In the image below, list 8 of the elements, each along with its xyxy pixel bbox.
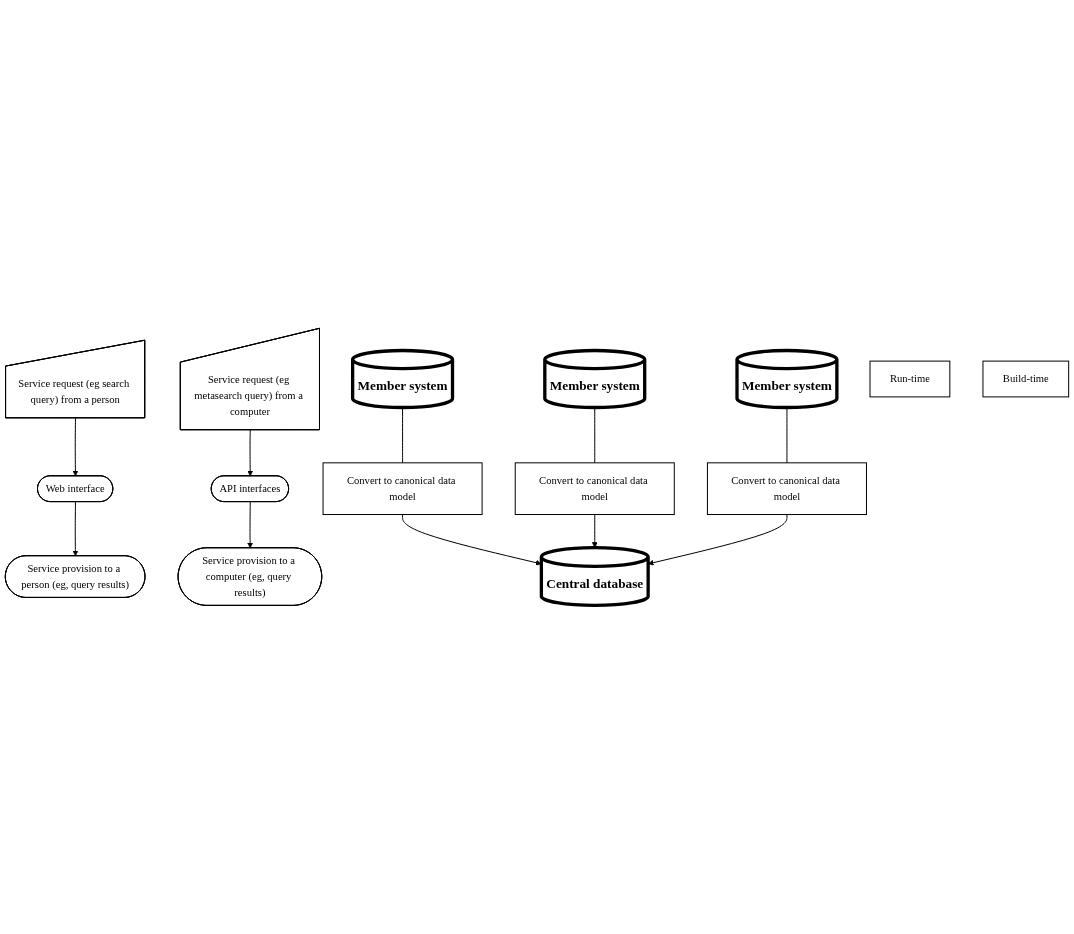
connector xyxy=(786,407,788,464)
node-box: Convert to canonical data model xyxy=(706,462,867,516)
node-box: Convert to canonical data model xyxy=(322,462,483,516)
connector xyxy=(594,407,596,464)
node-box: Run-time xyxy=(869,360,951,398)
connector xyxy=(402,407,404,464)
node-box: Build-time xyxy=(982,360,1070,398)
node-box: Convert to canonical data model xyxy=(514,462,675,516)
